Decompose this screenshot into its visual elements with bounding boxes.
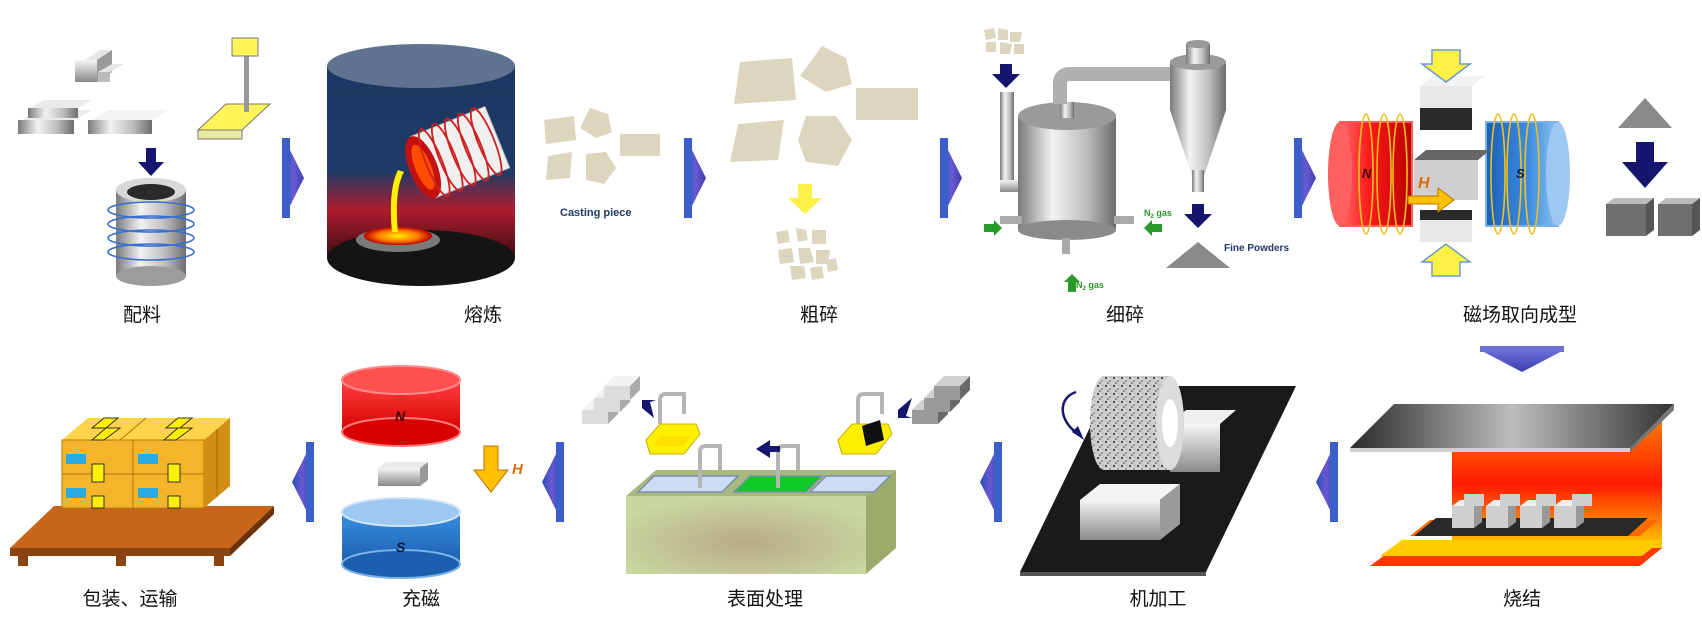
flow-arrow-tail — [306, 442, 314, 522]
gas-inlet-arrow-icon — [1064, 274, 1080, 292]
coarse-crushing-illustration — [730, 46, 918, 280]
flow-arrow-tail — [282, 138, 290, 218]
surface-treatment-illustration — [582, 376, 970, 574]
packaging-illustration — [10, 417, 274, 566]
step-label-machining: 机加工 — [1129, 588, 1187, 610]
down-arrow-icon — [1184, 204, 1212, 228]
step-label-sintering: 烧结 — [1502, 588, 1542, 610]
magnetic-pressing-illustration: N S H — [1328, 49, 1700, 277]
field-arrow-icon — [472, 445, 510, 493]
flow-arrow-tail — [1330, 442, 1338, 522]
n2-gas-label-right: N2 gas — [1144, 208, 1172, 220]
casting-piece-label: Casting piece — [560, 207, 632, 219]
fine-crushing-illustration: Fine Powders N2 gas N2 gas — [984, 28, 1289, 292]
machining-illustration — [1020, 376, 1296, 576]
rotation-arrow-icon — [1061, 390, 1079, 436]
metal-bars — [18, 100, 168, 134]
smelting-illustration — [327, 44, 515, 286]
batching-illustration — [18, 37, 272, 286]
field-h-label: H — [1418, 175, 1430, 192]
gas-inlet-arrow-icon — [1144, 220, 1162, 236]
step-label-batching: 配料 — [122, 304, 162, 326]
gas-inlet-arrow-icon — [984, 220, 1002, 236]
pole-n-label: N — [395, 408, 406, 424]
rotation-arrowhead-icon — [1072, 426, 1084, 440]
flow-arrow-tail — [1480, 346, 1564, 352]
pole-s-label: S — [1516, 166, 1525, 181]
weighing-scale — [196, 37, 272, 140]
flow-arrow-tail — [1294, 138, 1302, 218]
press-arrow-icon — [1419, 243, 1473, 277]
flow-arrow-tail — [684, 138, 692, 218]
flow-arrow-down-icon — [1480, 350, 1564, 372]
step-label-coarse-crushing: 粗碎 — [799, 304, 839, 326]
step-label-surface-treatment: 表面处理 — [726, 588, 804, 610]
down-left-arrow-icon — [898, 398, 912, 418]
metal-cubes — [75, 50, 124, 82]
step-label-smelting: 熔炼 — [463, 304, 503, 326]
step-label-magnetizing: 充磁 — [401, 588, 441, 610]
pole-s-label: S — [396, 539, 406, 555]
induction-crucible — [107, 178, 195, 286]
left-arrow-icon — [756, 440, 780, 458]
flow-arrow-tail — [994, 442, 1002, 522]
n2-gas-label-bottom: N2 gas — [1076, 280, 1104, 292]
flow-arrow-tail — [556, 442, 564, 522]
magnetizing-illustration: N S H — [341, 365, 524, 579]
press-arrow-icon — [1419, 49, 1473, 83]
pole-n-label: N — [1362, 166, 1372, 181]
down-arrow-icon — [788, 184, 822, 214]
step-label-magnetic-pressing: 磁场取向成型 — [1462, 304, 1578, 326]
flow-arrow-tail — [940, 138, 948, 218]
sintering-illustration — [1350, 404, 1674, 566]
casting-pieces: Casting piece — [544, 108, 660, 219]
fine-powders-label: Fine Powders — [1224, 243, 1289, 254]
step-label-packaging: 包装、运输 — [82, 588, 178, 610]
field-arrow-icon — [1407, 187, 1455, 213]
step-label-fine-crushing: 细碎 — [1105, 304, 1145, 326]
down-arrow-icon — [138, 148, 164, 176]
field-h-label: H — [512, 461, 524, 478]
down-arrow-icon — [1622, 142, 1668, 188]
down-arrow-icon — [992, 64, 1020, 88]
